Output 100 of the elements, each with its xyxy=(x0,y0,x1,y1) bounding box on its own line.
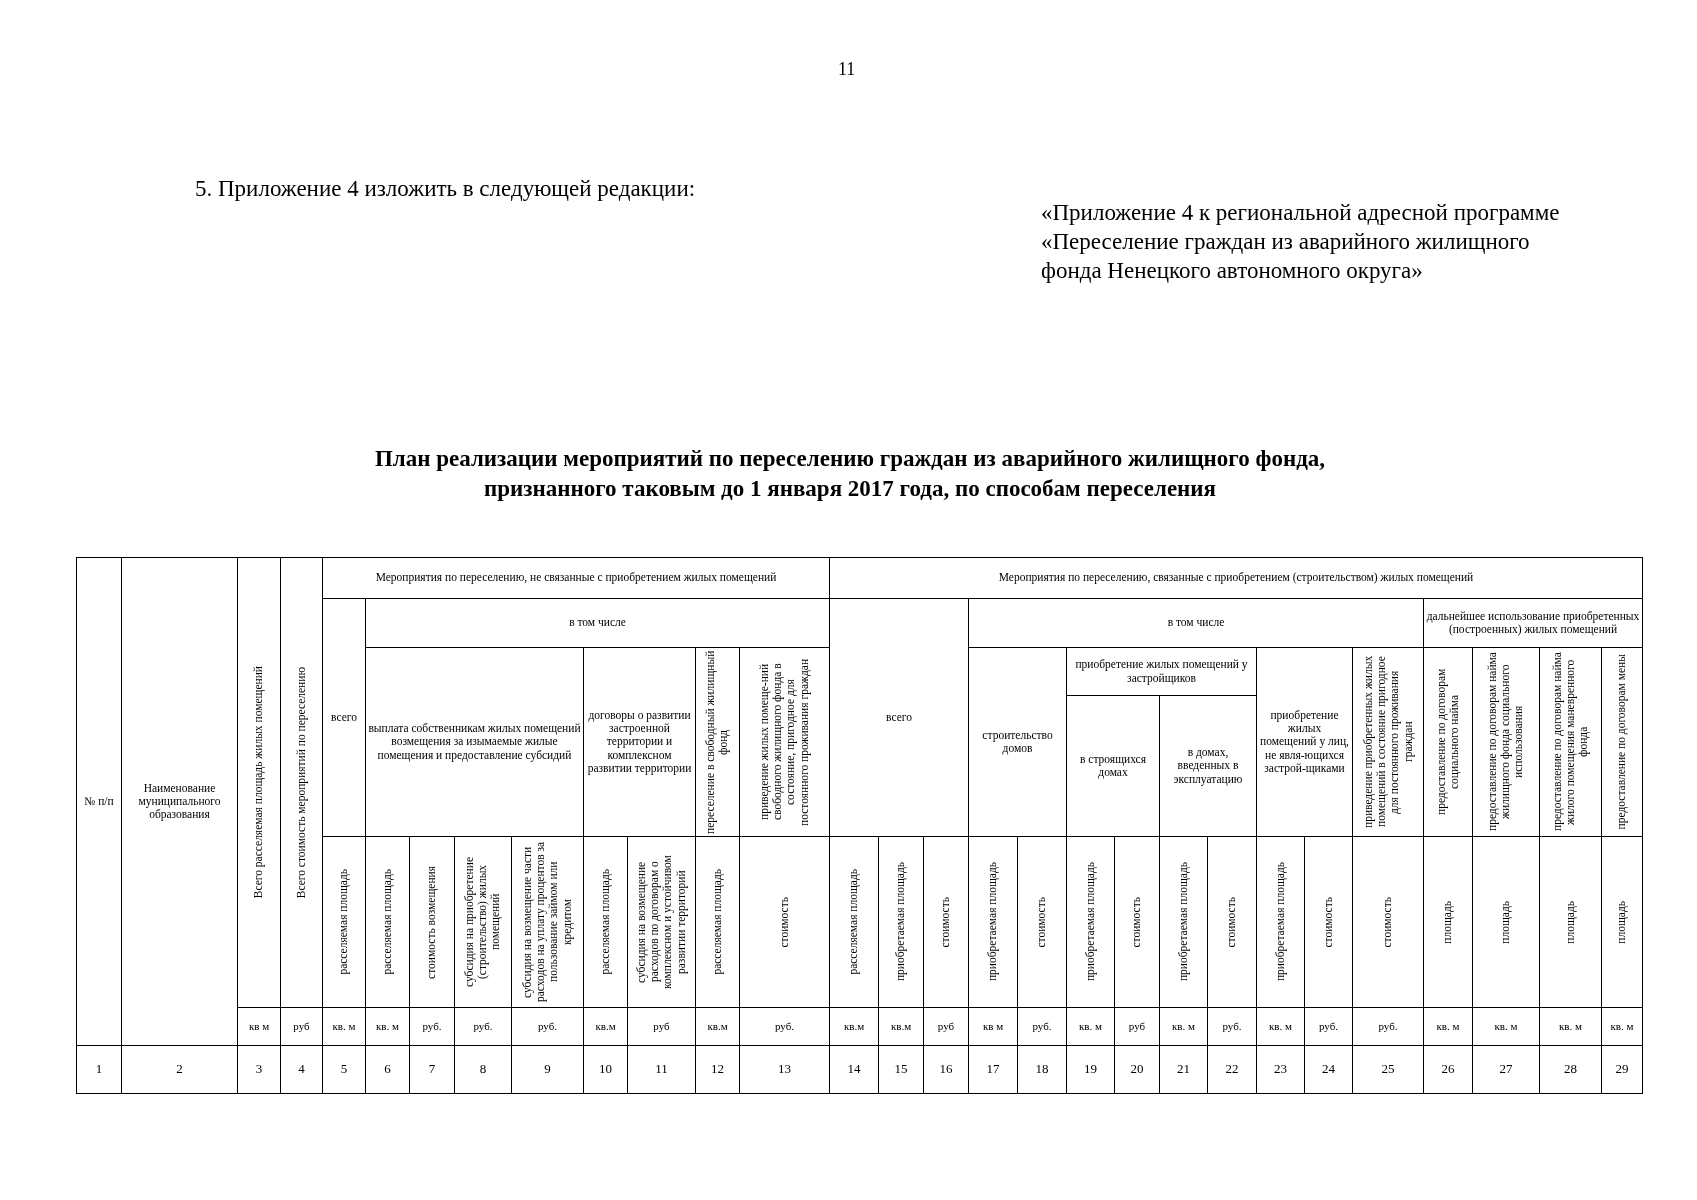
header-cell: переселение в свободный жилищный фонд xyxy=(696,648,739,836)
header-cell: приобретаемая площадь xyxy=(1160,837,1207,1007)
header-cell: стоимость xyxy=(740,837,829,1007)
header-cell: стоимость xyxy=(1305,837,1352,1007)
header-cell: приобретаемая площадь xyxy=(879,837,923,1007)
unit-cell: руб. xyxy=(740,1008,829,1045)
column-number-cell: 1 xyxy=(77,1046,121,1093)
header-cell: Всего расселяемая площадь жилых помещений xyxy=(238,558,280,1007)
unit-cell: кв. м xyxy=(1540,1008,1601,1045)
unit-cell: кв. м xyxy=(1424,1008,1472,1045)
header-cell: расселяемая площадь xyxy=(323,837,365,1007)
column-number-cell: 13 xyxy=(740,1046,829,1093)
header-cell: Мероприятия по переселению, не связанные с приобретением жилых помещений xyxy=(323,558,829,598)
unit-cell: кв.м xyxy=(696,1008,739,1045)
header-cell: приобретаемая площадь xyxy=(969,837,1017,1007)
column-number-cell: 16 xyxy=(924,1046,968,1093)
unit-cell: кв.м xyxy=(584,1008,627,1045)
unit-cell: кв. м xyxy=(366,1008,409,1045)
header-cell: в строящихся домах xyxy=(1067,696,1159,836)
column-number-cell: 15 xyxy=(879,1046,923,1093)
column-number-cell: 4 xyxy=(281,1046,322,1093)
column-number-cell: 29 xyxy=(1602,1046,1642,1093)
unit-cell: руб. xyxy=(410,1008,454,1045)
column-number-cell: 2 xyxy=(122,1046,237,1093)
header-cell: расселяемая площадь xyxy=(366,837,409,1007)
header-cell: стоимость xyxy=(924,837,968,1007)
header-cell: Наименование муниципального образования xyxy=(122,558,237,1045)
header-cell: площадь xyxy=(1473,837,1539,1007)
document-title: План реализации мероприятий по переселению граждан из аварийного жилищного фонда, признанного таковым до 1 января 2017 года, по способам переселения xyxy=(373,445,1327,503)
column-number-cell: 24 xyxy=(1305,1046,1352,1093)
header-cell: площадь xyxy=(1424,837,1472,1007)
header-cell: стоимость xyxy=(1353,837,1423,1007)
header-cell: площадь xyxy=(1602,837,1642,1007)
header-cell: субсидия на приобретение (строительство) жилых помещений xyxy=(455,837,511,1007)
unit-cell: кв м xyxy=(238,1008,280,1045)
header-cell: строительство домов xyxy=(969,648,1066,836)
header-cell: предоставление по договорам найма жилого помещения маневренного фонда xyxy=(1540,648,1601,836)
unit-cell: кв м xyxy=(969,1008,1017,1045)
appendix-heading: «Приложение 4 к региональной адресной программе «Переселение граждан из аварийного жилищного фонда Ненецкого автономного округа» xyxy=(1041,199,1561,285)
header-cell: дальнейшее использование приобретенных (построенных) жилых помещений xyxy=(1424,599,1642,647)
column-number-cell: 20 xyxy=(1115,1046,1159,1093)
header-cell: площадь xyxy=(1540,837,1601,1007)
header-cell: приведение жилых помеще-ний свободного жилищного фонда в состояние, пригодное для постоянного проживания граждан xyxy=(740,648,829,836)
unit-cell: руб xyxy=(281,1008,322,1045)
header-cell: предоставление по договорам мены xyxy=(1602,648,1642,836)
header-cell: приобретаемая площадь xyxy=(1257,837,1304,1007)
column-number-cell: 28 xyxy=(1540,1046,1601,1093)
header-cell: в том числе xyxy=(366,599,829,647)
header-cell: расселяемая площадь xyxy=(696,837,739,1007)
unit-cell: кв. м xyxy=(1160,1008,1207,1045)
column-number-cell: 5 xyxy=(323,1046,365,1093)
column-number-cell: 21 xyxy=(1160,1046,1207,1093)
header-cell: в домах, введенных в эксплуатацию xyxy=(1160,696,1256,836)
column-number-cell: 10 xyxy=(584,1046,627,1093)
column-number-cell: 6 xyxy=(366,1046,409,1093)
header-cell: договоры о развитии застроенной территории и комплексном развитии территории xyxy=(584,648,695,836)
unit-cell: руб. xyxy=(1208,1008,1256,1045)
header-cell: выплата собственникам жилых помещений возмещения за изымаемые жилые помещения и предоставление субсидий xyxy=(366,648,583,836)
column-number-cell: 22 xyxy=(1208,1046,1256,1093)
header-cell: в том числе xyxy=(969,599,1423,647)
header-cell: приобретаемая площадь xyxy=(1067,837,1114,1007)
unit-cell: руб. xyxy=(455,1008,511,1045)
header-cell: субсидия на возмещение части расходов на уплату процентов за пользование займом или кредитом xyxy=(512,837,583,1007)
header-cell: расселяемая площадь xyxy=(830,837,878,1007)
unit-cell: кв. м xyxy=(1067,1008,1114,1045)
header-cell: стоимость xyxy=(1115,837,1159,1007)
column-number-cell: 8 xyxy=(455,1046,511,1093)
column-number-cell: 18 xyxy=(1018,1046,1066,1093)
header-cell: стоимость xyxy=(1208,837,1256,1007)
column-number-cell: 27 xyxy=(1473,1046,1539,1093)
header-cell: приобретение жилых помещений у лиц, не явля-ющихся застрой-щиками xyxy=(1257,648,1352,836)
unit-cell: руб xyxy=(924,1008,968,1045)
column-number-cell: 17 xyxy=(969,1046,1017,1093)
header-cell: стоимость xyxy=(1018,837,1066,1007)
column-number-cell: 7 xyxy=(410,1046,454,1093)
page-number: 11 xyxy=(838,58,856,81)
header-cell: предоставление по договорам найма жилищного фонда социального использования xyxy=(1473,648,1539,836)
unit-cell: руб xyxy=(628,1008,695,1045)
unit-cell: руб. xyxy=(1018,1008,1066,1045)
unit-cell: кв. м xyxy=(1602,1008,1642,1045)
header-cell: № п/п xyxy=(77,558,121,1045)
unit-cell: кв. м xyxy=(323,1008,365,1045)
column-number-cell: 3 xyxy=(238,1046,280,1093)
unit-cell: кв. м xyxy=(1473,1008,1539,1045)
column-number-cell: 19 xyxy=(1067,1046,1114,1093)
unit-cell: кв.м xyxy=(879,1008,923,1045)
column-number-cell: 14 xyxy=(830,1046,878,1093)
column-number-cell: 9 xyxy=(512,1046,583,1093)
unit-cell: руб xyxy=(1115,1008,1159,1045)
column-number-cell: 25 xyxy=(1353,1046,1423,1093)
header-cell: субсидия на возмещение расходов по договорам о комплексном и устойчивом развитии территорий xyxy=(628,837,695,1007)
header-cell: Всего стоимость мероприятий по переселению xyxy=(281,558,322,1007)
unit-cell: кв. м xyxy=(1257,1008,1304,1045)
header-cell: приобретение жилых помещений у застройщиков xyxy=(1067,648,1256,695)
column-number-cell: 23 xyxy=(1257,1046,1304,1093)
column-number-cell: 11 xyxy=(628,1046,695,1093)
unit-cell: руб. xyxy=(1353,1008,1423,1045)
unit-cell: руб. xyxy=(512,1008,583,1045)
header-cell: всего xyxy=(830,599,968,836)
column-number-cell: 12 xyxy=(696,1046,739,1093)
